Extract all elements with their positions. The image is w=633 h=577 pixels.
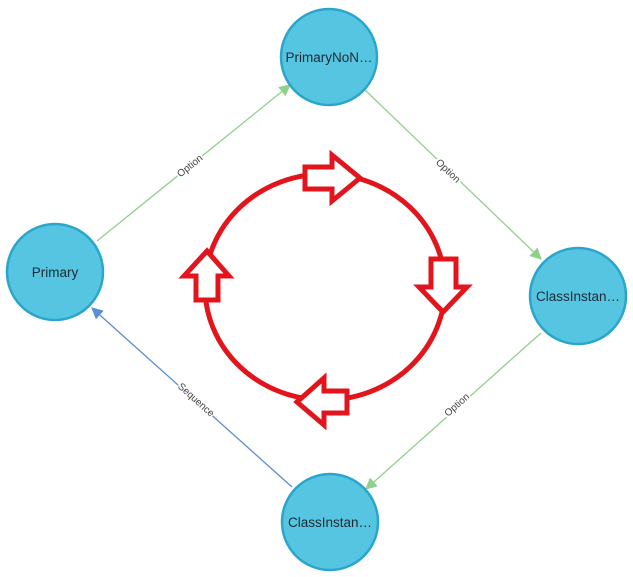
node-label-class-instance-bottom: ClassInstan… — [288, 515, 372, 530]
edge-class-right-to-class-bottom[interactable]: Option — [365, 332, 542, 490]
node-class-instance-right[interactable]: ClassInstan… — [528, 246, 628, 346]
edge-label-sequence: Sequence — [175, 381, 216, 420]
cycle-arrow-down-icon — [413, 256, 473, 316]
node-class-instance-bottom[interactable]: ClassInstan… — [280, 472, 380, 572]
edge-primary-non-to-class-right[interactable]: Option — [364, 89, 542, 260]
node-primary-non[interactable]: PrimaryNoN… — [279, 7, 379, 107]
cycle-arrow-right-icon — [302, 149, 364, 207]
node-label-class-instance-right: ClassInstan… — [536, 289, 620, 304]
cycle-arrow-left-icon — [293, 372, 350, 431]
cycle-annotation — [178, 149, 473, 431]
node-primary[interactable]: Primary — [5, 222, 105, 322]
node-label-primary-non: PrimaryNoN… — [285, 50, 372, 65]
cycle-ring — [202, 171, 448, 403]
edge-primary-to-primary-non[interactable]: Option — [96, 84, 291, 242]
node-label-primary: Primary — [32, 265, 79, 280]
edge-class-bottom-to-primary[interactable]: Sequence — [91, 307, 293, 488]
cycle-arrow-up-icon — [178, 247, 235, 303]
